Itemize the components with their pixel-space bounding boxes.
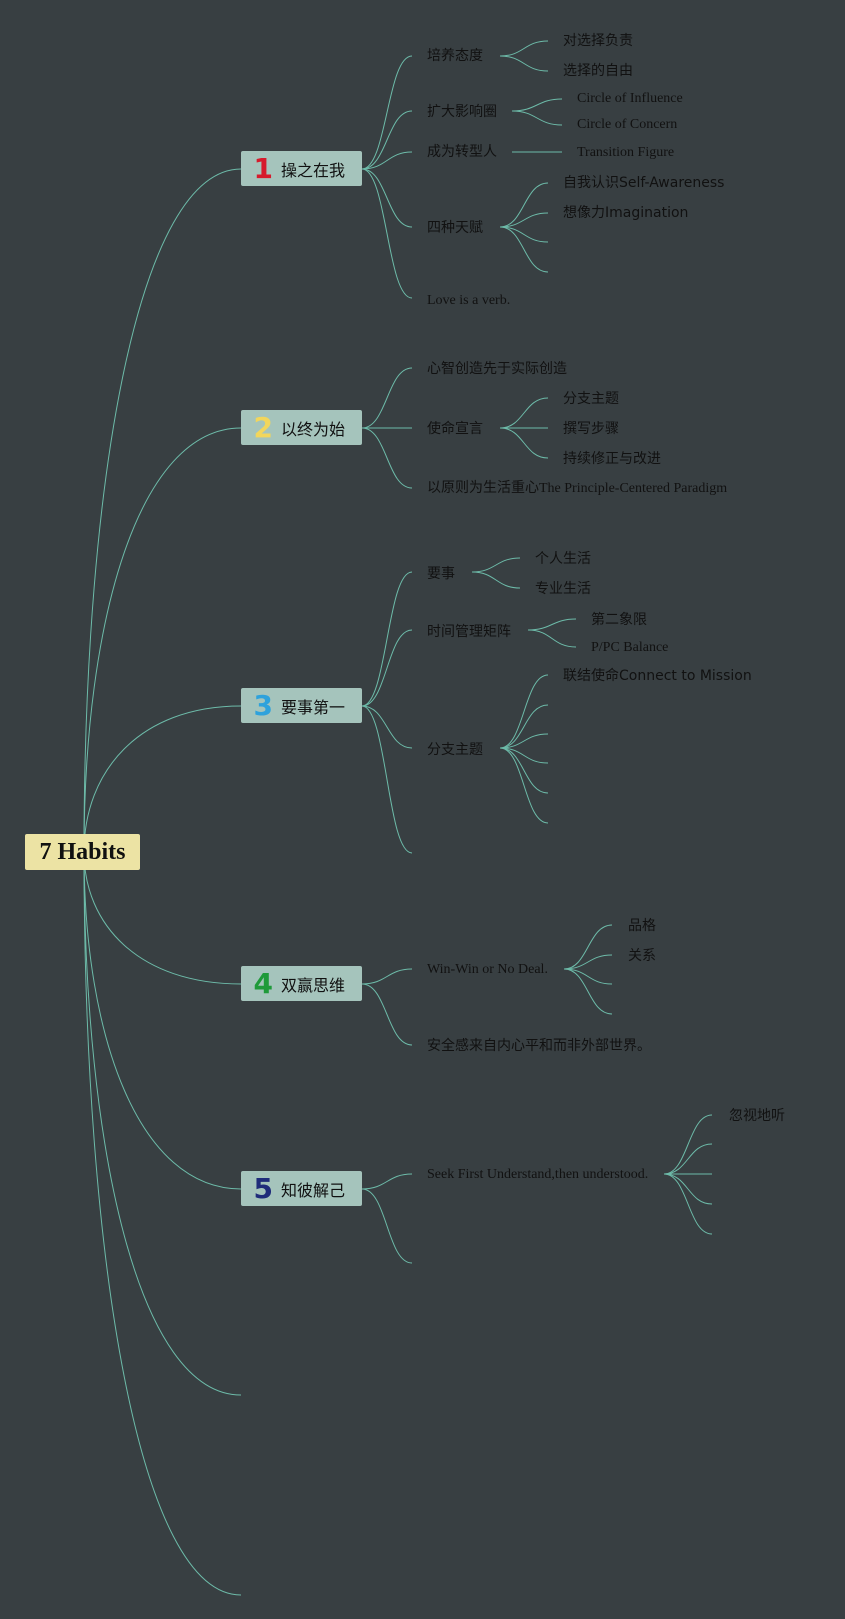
topic-transition[interactable]: 成为转型人 [427, 144, 497, 160]
first-things-link [471, 571, 521, 589]
habit-number-1: 1 [253, 152, 273, 185]
subtopic-circle-concern[interactable]: Circle of Concern [577, 117, 678, 132]
habit5-link [361, 1188, 413, 1264]
first-things-link [471, 557, 521, 573]
root-node[interactable]: 7 Habits [25, 834, 140, 870]
seek-link [663, 1173, 713, 1205]
topic-mental-creation[interactable]: 心智创造先于实际创造 [427, 361, 567, 377]
root-label: 7 Habits [39, 838, 126, 865]
topic-branch[interactable]: 分支主题 [427, 742, 483, 758]
gifts-link [499, 226, 549, 273]
seek-link [663, 1173, 713, 1235]
matrix-link [527, 629, 577, 648]
root-link-4 [83, 851, 242, 985]
habit4-link [361, 968, 413, 985]
branch-link [499, 747, 549, 794]
root-link-1 [83, 168, 242, 853]
habit1-link [361, 110, 413, 170]
winwin-link [563, 968, 613, 1015]
root-link-7 [83, 851, 242, 1596]
habit-label-4: 双赢思维 [281, 975, 346, 995]
habit-node-5[interactable]: 5 知彼解己 [241, 1171, 362, 1206]
habit-label-1: 操之在我 [281, 160, 346, 180]
root-link-3 [83, 705, 242, 853]
topic-influence[interactable]: 扩大影响圈 [427, 104, 497, 120]
subtopic-ignore-listening[interactable]: 忽视地听 [729, 1108, 785, 1124]
subtopic-personal-life[interactable]: 个人生活 [535, 551, 591, 567]
subtopic-relationship[interactable]: 关系 [628, 948, 656, 964]
habit-number-4: 4 [253, 967, 273, 1000]
habit-node-2[interactable]: 2 以终为始 [241, 410, 362, 445]
root-link-6 [83, 851, 242, 1396]
habit1-link [361, 151, 413, 170]
habit-node-3[interactable]: 3 要事第一 [241, 688, 362, 723]
subtopic-circle-influence[interactable]: Circle of Influence [577, 91, 683, 106]
habit-node-1[interactable]: 1 操之在我 [241, 151, 362, 186]
subtopic-imagination[interactable]: 想像力Imagination [563, 205, 689, 221]
subtopic-professional-life[interactable]: 专业生活 [535, 581, 591, 597]
subtopic-branch[interactable]: 分支主题 [563, 391, 619, 407]
subtopic-transition-figure[interactable]: Transition Figure [577, 145, 675, 160]
habit1-link [361, 55, 413, 170]
habit2-link [361, 427, 413, 489]
habit-number-3: 3 [253, 689, 273, 722]
seek-link [663, 1143, 713, 1175]
habit4-link [361, 983, 413, 1046]
habit-label-3: 要事第一 [281, 697, 346, 717]
branch-link [499, 704, 549, 749]
branch-link [499, 674, 549, 749]
subtopic-freedom[interactable]: 选择的自由 [563, 63, 633, 79]
attitude-link [499, 40, 549, 57]
topic-security[interactable]: 安全感来自内心平和而非外部世界。 [427, 1038, 651, 1054]
mission-link [499, 397, 549, 429]
winwin-link [563, 924, 613, 970]
habit-label-2: 以终为始 [281, 419, 346, 439]
seek-link [663, 1114, 713, 1175]
subtopic-self-awareness[interactable]: 自我认识Self-Awareness [563, 175, 725, 191]
subtopic-character[interactable]: 品格 [628, 918, 656, 934]
habit1-link [361, 168, 413, 228]
habit-node-4[interactable]: 4 双赢思维 [241, 966, 362, 1001]
habit3-link [361, 705, 413, 749]
topic-love[interactable]: Love is a verb. [427, 293, 511, 308]
subtopic-quadrant-two[interactable]: 第二象限 [591, 612, 647, 628]
habit-number-2: 2 [253, 411, 273, 444]
habit3-link [361, 629, 413, 707]
topic-time-matrix[interactable]: 时间管理矩阵 [427, 624, 511, 640]
influence-link [511, 98, 563, 112]
habit3-link [361, 705, 413, 854]
influence-link [511, 110, 563, 126]
habit3-link [361, 571, 413, 707]
subtopic-writing-steps[interactable]: 撰写步骤 [563, 421, 619, 437]
subtopic-ppc-balance[interactable]: P/PC Balance [591, 640, 669, 655]
gifts-link [499, 182, 549, 228]
winwin-link [563, 968, 613, 985]
gifts-link [499, 226, 549, 243]
topic-principle[interactable]: 以原则为生活重心The Principle-Centered Paradigm [427, 481, 728, 496]
branch-link [499, 747, 549, 824]
matrix-link [527, 618, 577, 631]
habit1-link [361, 168, 413, 299]
habit5-link [361, 1173, 413, 1190]
habit-label-5: 知彼解己 [281, 1180, 346, 1200]
topic-mission[interactable]: 使命宣言 [427, 421, 483, 437]
root-link-5 [83, 851, 242, 1190]
branch-link [499, 733, 549, 749]
topic-attitude[interactable]: 培养态度 [427, 48, 483, 64]
subtopic-responsibility[interactable]: 对选择负责 [563, 33, 633, 49]
gifts-link [499, 212, 549, 228]
mission-link [499, 427, 549, 459]
habit2-link [361, 367, 413, 429]
winwin-link [563, 954, 613, 970]
topic-first-things[interactable]: 要事 [427, 566, 455, 582]
subtopic-revision[interactable]: 持续修正与改进 [563, 451, 661, 467]
attitude-link [499, 55, 549, 72]
subtopic-connect-mission[interactable]: 联结使命Connect to Mission [563, 668, 752, 684]
root-link-2 [83, 427, 242, 853]
topic-win-win[interactable]: Win-Win or No Deal. [427, 962, 548, 977]
topic-seek-first[interactable]: Seek First Understand,then understood. [427, 1167, 649, 1182]
habit-number-5: 5 [253, 1172, 273, 1205]
topic-gifts[interactable]: 四种天赋 [427, 220, 483, 236]
